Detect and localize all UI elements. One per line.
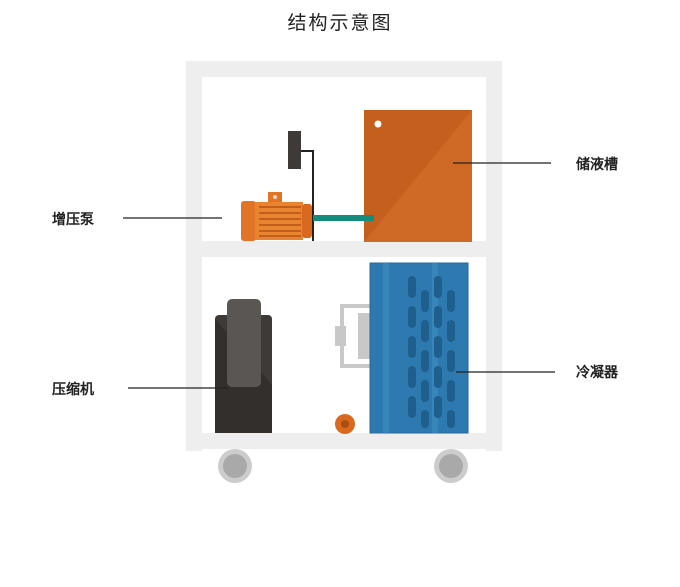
wheel-left	[218, 449, 252, 483]
expansion-valve	[335, 306, 370, 366]
label-booster-pump: 增压泵	[52, 211, 94, 228]
drier-filter	[335, 414, 355, 434]
frame-bottom	[186, 433, 502, 449]
reservoir-port	[375, 121, 382, 128]
label-condenser: 冷凝器	[576, 364, 619, 381]
frame-shelf	[186, 241, 502, 257]
compressor	[215, 299, 272, 433]
frame-top	[186, 61, 502, 77]
pump-pipe	[313, 215, 374, 221]
condenser	[370, 263, 468, 433]
reservoir-tank	[364, 110, 472, 242]
label-reservoir: 储液槽	[575, 156, 618, 173]
wheel-right	[434, 449, 468, 483]
booster-pump	[241, 192, 312, 241]
label-compressor: 压缩机	[52, 381, 94, 398]
